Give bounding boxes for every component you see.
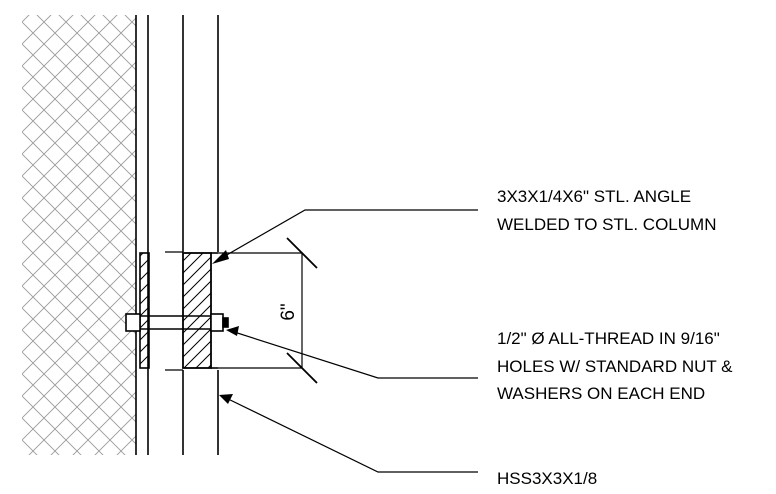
reference-lines [165, 251, 302, 371]
callout-angle: 3X3X1/4X6" STL. ANGLE WELDED TO STL. COL… [497, 187, 716, 234]
angle-note-line1: 3X3X1/4X6" STL. ANGLE [497, 187, 691, 206]
hss-note: HSS3X3X1/8 [497, 469, 597, 488]
callout-rod: 1/2" Ø ALL-THREAD IN 9/16" HOLES W/ STAN… [497, 329, 733, 403]
leaders [217, 209, 478, 473]
insulation-panel [22, 15, 136, 455]
washer-plate [139, 252, 150, 369]
dimension-6in: 6" [278, 237, 318, 384]
callout-hss: HSS3X3X1/8 [497, 469, 597, 488]
dimension-label: 6" [278, 303, 299, 320]
rod-note-line2: HOLES W/ STANDARD NUT & [497, 357, 733, 376]
angle-note-line2: WELDED TO STL. COLUMN [497, 215, 716, 234]
rod-note-line1: 1/2" Ø ALL-THREAD IN 9/16" [497, 329, 720, 348]
all-thread-rod [125, 313, 229, 332]
rod-note-line3: WASHERS ON EACH END [497, 384, 705, 403]
column-lines [135, 15, 219, 455]
steel-angle [182, 252, 218, 369]
leader-arrowheads [212, 250, 239, 404]
